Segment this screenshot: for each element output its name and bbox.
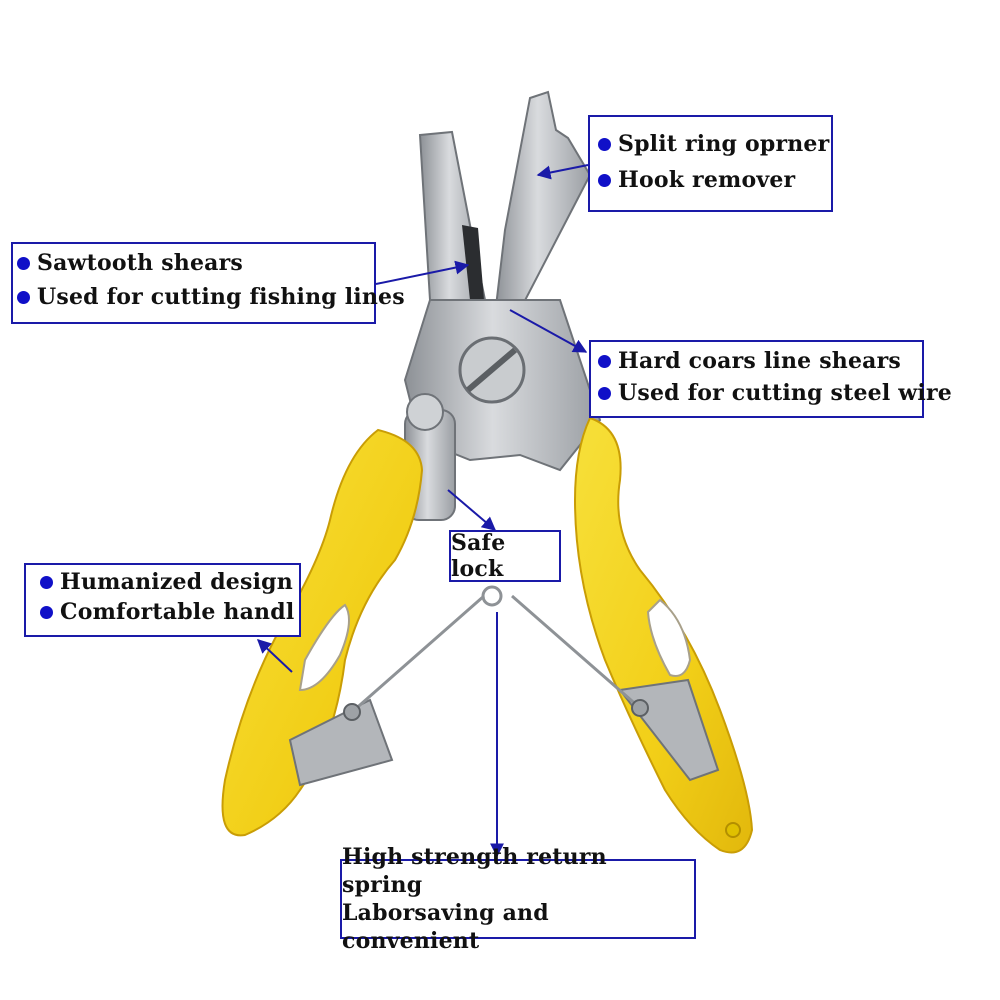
- arrow-split-ring: [536, 164, 589, 180]
- callout-sawtooth: Sawtooth shears Used for cutting fishing…: [11, 242, 405, 324]
- callout-text: Used for cutting fishing lines: [37, 284, 405, 310]
- callout-text: Sawtooth shears: [37, 250, 244, 276]
- safe-lock-knob: [406, 393, 444, 431]
- right-handle-cutout: [646, 598, 692, 677]
- callout-row: Hard coars line shears: [598, 348, 922, 374]
- sawtooth-cutter: [462, 225, 484, 300]
- spring-rivet-left: [343, 703, 361, 721]
- callout-split-ring: Split ring oprner Hook remover: [588, 115, 833, 212]
- callout-row: Split ring oprner: [598, 131, 831, 157]
- dot-bullet-icon: [17, 256, 30, 270]
- arrow-hard-coars: [509, 309, 588, 353]
- dot-bullet-icon: [598, 173, 611, 187]
- callout-text: Safe lock: [451, 530, 506, 582]
- dot-bullet-icon: [40, 575, 53, 589]
- callout-text: Hard coars line shears: [618, 348, 902, 374]
- callout-row: Hook remover: [598, 167, 831, 193]
- callout-text: Hook remover: [618, 167, 796, 193]
- arrow-safe-lock: [447, 489, 497, 531]
- dot-bullet-icon: [17, 290, 30, 304]
- callout-spring: High strength return spring Laborsaving …: [340, 844, 696, 954]
- callout-row: Sawtooth shears: [17, 250, 374, 276]
- callout-row: Humanized design: [40, 569, 299, 595]
- left-handle-cutout: [298, 603, 350, 692]
- callout-text: Used for cutting steel wire: [618, 380, 952, 406]
- callout-row: Comfortable handl: [40, 599, 299, 625]
- callout-row: Used for cutting fishing lines: [17, 284, 405, 310]
- callout-text: Humanized design: [60, 569, 293, 595]
- dot-bullet-icon: [598, 137, 611, 151]
- callout-text: Split ring oprner: [618, 131, 830, 157]
- spring-coil: [481, 585, 503, 607]
- callout-text: Laborsaving and convenient: [342, 900, 549, 954]
- return-spring: [351, 594, 641, 714]
- dot-bullet-icon: [598, 354, 611, 368]
- dot-bullet-icon: [40, 605, 53, 619]
- spring-rivet-right: [631, 699, 649, 717]
- arrow-sawtooth: [375, 260, 470, 285]
- lanyard-hole: [725, 822, 741, 838]
- right-jaw: [493, 90, 592, 317]
- callout-row: Used for cutting steel wire: [598, 380, 952, 406]
- arrow-humanized: [256, 639, 293, 673]
- callout-hard-coars: Hard coars line shears Used for cutting …: [589, 340, 952, 418]
- callout-text: High strength return spring: [342, 844, 607, 898]
- callout-text: Comfortable handl: [60, 599, 295, 625]
- callout-humanized: Humanized design Comfortable handl: [24, 563, 301, 637]
- dot-bullet-icon: [598, 386, 611, 400]
- callout-safe-lock: Safe lock: [449, 530, 561, 582]
